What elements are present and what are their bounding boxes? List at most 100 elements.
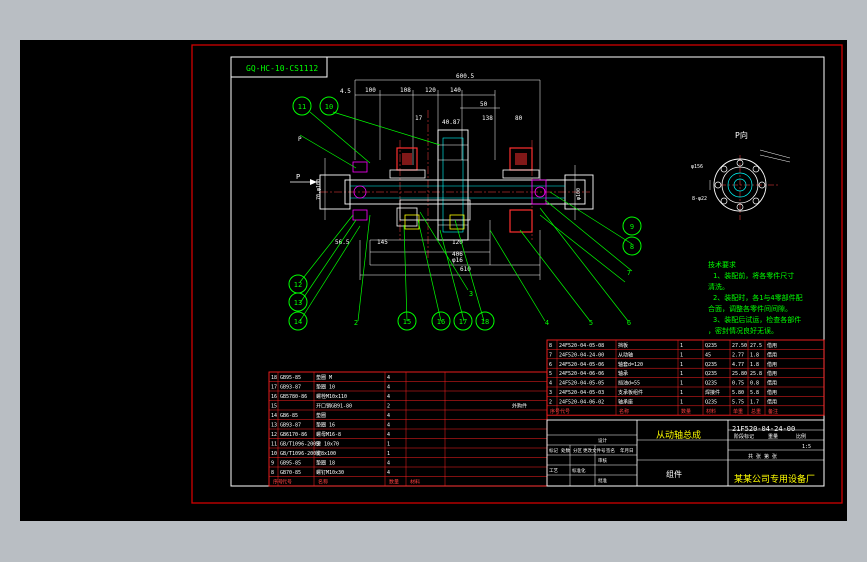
bom-upper-header: 数量 <box>681 408 691 415</box>
balloon-2: 2 <box>354 319 358 327</box>
svg-text:处数: 处数 <box>561 447 570 454</box>
bom-upper-header: 代号 <box>560 408 570 415</box>
dim-50: 50 <box>480 101 488 108</box>
bom-lower-cell: 螺钉M10x30 <box>316 469 344 476</box>
bom-lower-cell: 螺母M16-8 <box>316 431 341 438</box>
right-hub <box>564 174 594 210</box>
bom-lower-cell: GB6170-86 <box>280 432 307 438</box>
drawing-name: 从动轴总成 <box>656 429 701 441</box>
bom-upper-cell: 24F520-04-05-05 <box>559 381 604 387</box>
bom-upper-cell: 25.8 <box>750 371 762 377</box>
bom-lower-cell: 10 <box>271 451 277 457</box>
bom-upper-cell: 从动轴 <box>618 351 633 358</box>
drawing-canvas[interactable]: GQ-HC-10-CS1112 600.5 4.5 100 108 120 14… <box>20 40 847 521</box>
bom-upper-cell: 2.77 <box>732 352 744 358</box>
bom-upper-header: 单重 <box>733 408 743 415</box>
bom-lower-cell: 4 <box>387 461 390 467</box>
left-coupling <box>352 161 368 221</box>
bom-upper-cell: 24F520-04-06-06 <box>559 371 604 377</box>
bom-upper-cell: 借用 <box>767 389 777 396</box>
bom-lower-cell: GB95-85 <box>280 461 301 467</box>
svg-text:设计: 设计 <box>598 437 607 444</box>
p-arrow-label: P <box>296 173 300 181</box>
code-box <box>230 56 328 78</box>
bom-upper-cell: Q235 <box>705 399 717 405</box>
bom-lower-cell: 18 <box>271 375 277 381</box>
bom-lower-header: 序号 <box>273 479 283 486</box>
bom-upper-header: 备注 <box>768 408 778 415</box>
bom-lower-cell: 垫圈 10 <box>316 384 335 391</box>
svg-text:标记: 标记 <box>549 447 558 454</box>
svg-text:1、装配前，将各零件尺寸: 1、装配前，将各零件尺寸 <box>713 271 794 280</box>
bom-upper-cell: 借用 <box>767 351 777 358</box>
balloon-4: 4 <box>545 319 549 327</box>
dim-r1-2: 120 <box>425 87 436 94</box>
left-bearing <box>389 147 426 227</box>
bom-upper-cell: 7 <box>549 352 552 358</box>
cad-viewport[interactable]: GQ-HC-10-CS1112 600.5 4.5 100 108 120 14… <box>20 40 847 521</box>
scale: 1:5 <box>802 444 811 450</box>
type-label: 组件 <box>666 469 682 479</box>
svg-text:3、装配后试运，检查各部件: 3、装配后试运，检查各部件 <box>713 315 801 324</box>
bom-upper-cell: 1 <box>680 352 683 358</box>
dim-5655: 56.5 <box>335 239 350 246</box>
svg-text:清洗。: 清洗。 <box>708 282 729 291</box>
bom-lower-cell: GB93-87 <box>280 385 301 391</box>
bom-upper-cell: 27.50 <box>732 343 747 349</box>
balloon-18: 18 <box>475 311 495 331</box>
bom-upper-cell: 24F520-04-24-00 <box>559 352 604 358</box>
svg-text:12: 12 <box>294 281 302 289</box>
dim-bot1: 145 <box>377 239 388 246</box>
bom-upper-cell: 3 <box>549 390 552 396</box>
bom-upper-cell: 1.8 <box>750 352 759 358</box>
dim-bot2: 120 <box>452 239 463 246</box>
svg-text:10: 10 <box>325 103 333 111</box>
balloon-10: 10 <box>319 96 339 116</box>
balloon-9: 9 <box>622 216 642 236</box>
bom-lower-cell: 1 <box>387 451 390 457</box>
balloon-13: 13 <box>288 292 308 312</box>
bom-lower-cell: 17 <box>271 385 277 391</box>
dim-bot4: φ16 <box>452 257 463 264</box>
left-hub <box>319 174 351 210</box>
outer-frame <box>191 44 843 504</box>
bom-lower-cell: 键 10x70 <box>316 441 339 448</box>
bom-lower-cell: 1 <box>387 442 390 448</box>
svg-text:8: 8 <box>630 243 634 251</box>
balloon-14: 14 <box>288 311 308 331</box>
shaft-outline <box>344 179 586 205</box>
svg-text:2、装配时，各1与4零部件配: 2、装配时，各1与4零部件配 <box>713 293 803 302</box>
bom-upper-cell: 轴套d=120 <box>618 361 643 368</box>
p-arrow-label2: P <box>298 136 302 143</box>
bom-lower-cell: GB/T1096-2003 <box>280 442 319 448</box>
bom-upper-cell: 1 <box>680 371 683 377</box>
bom-lower-cell: 键8x100 <box>316 450 336 457</box>
svg-text:比例: 比例 <box>796 433 806 440</box>
dim-bot5: 610 <box>460 266 471 273</box>
bom-upper-cell: 借用 <box>767 342 777 349</box>
bom-lower-cell: 13 <box>271 423 277 429</box>
bom-lower-cell: 2 <box>387 404 390 410</box>
bom-upper-cell: 24F520-04-06-02 <box>559 399 604 405</box>
bom-upper-cell: 24F520-04-05-08 <box>559 343 604 349</box>
bom-lower-cell: GB/T1096-2003 <box>280 451 319 457</box>
svg-text:，密封情况良好无误。: ，密封情况良好无误。 <box>708 326 778 335</box>
svg-text:11: 11 <box>298 103 306 111</box>
bom-lower-header: 数量 <box>389 479 399 486</box>
bom-upper-cell: 5.8 <box>750 390 759 396</box>
bom-lower-cell: 4 <box>387 413 390 419</box>
p-view: P向 φ156 8-φ22 <box>691 130 791 220</box>
bom-upper-cell: 8 <box>549 343 552 349</box>
dim-r2-3: 80 <box>515 115 523 122</box>
bom-lower-cell: 4 <box>387 470 390 476</box>
company-name: 某某公司专用设备厂 <box>734 473 815 485</box>
